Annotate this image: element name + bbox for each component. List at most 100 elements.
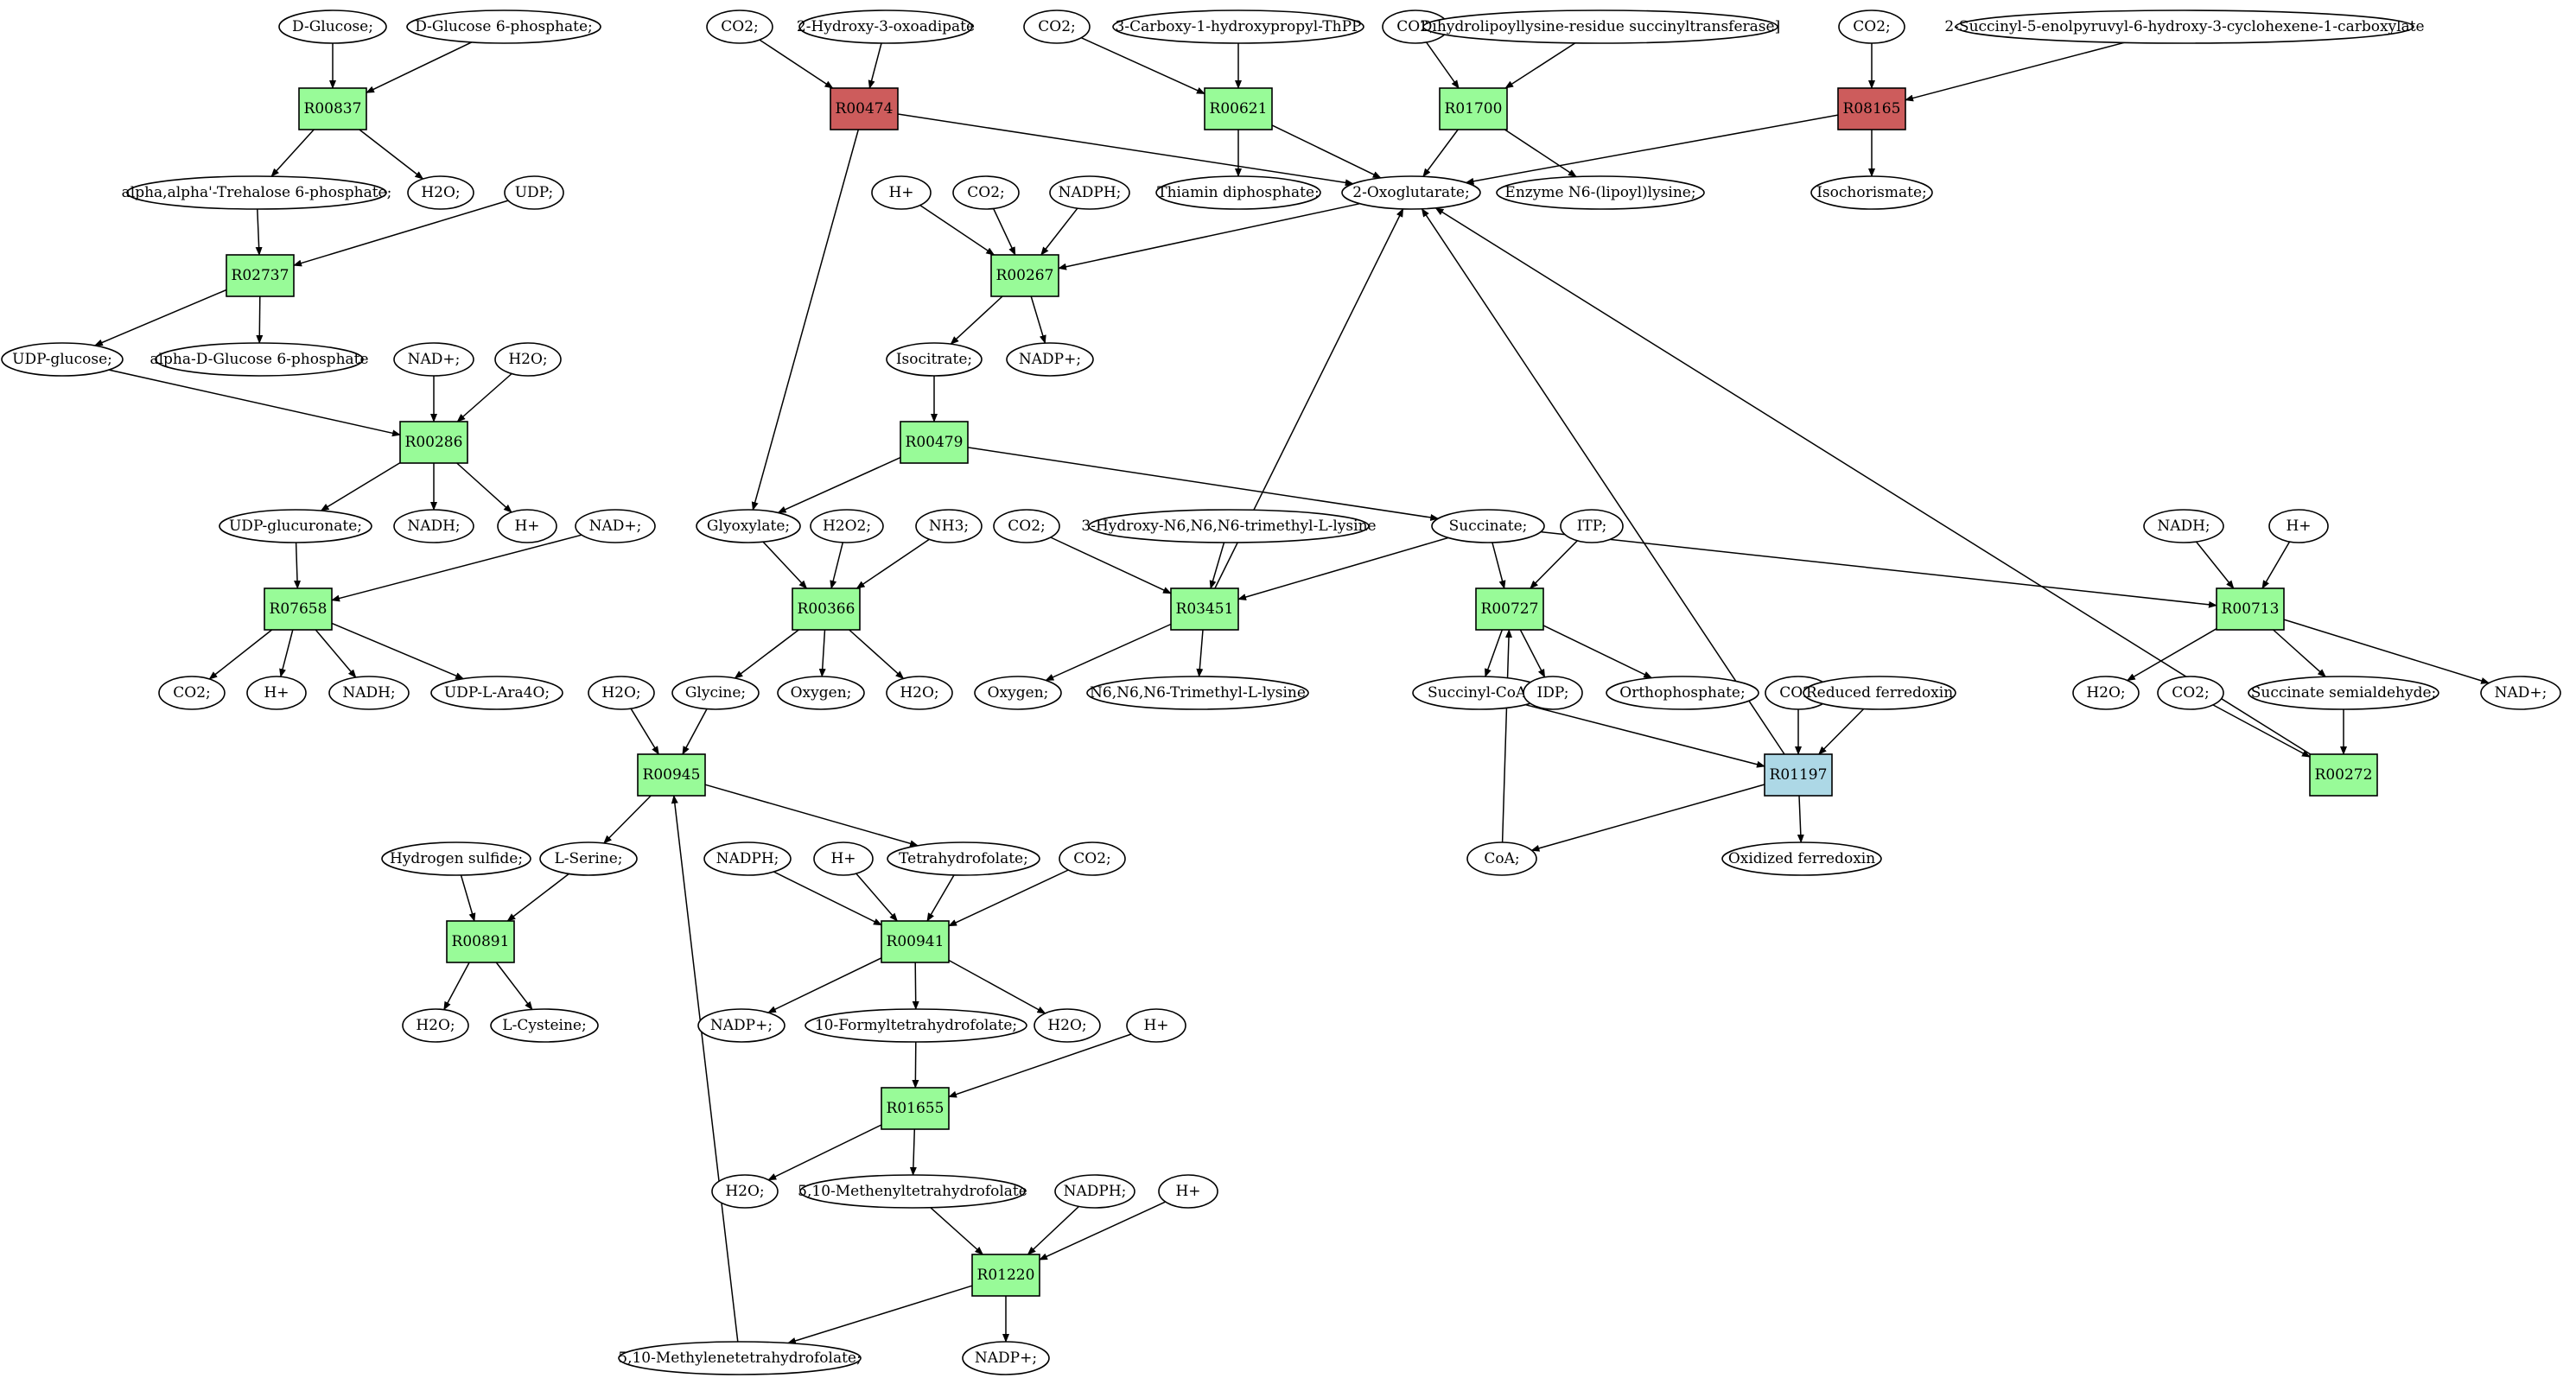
compound-ellipse-c_udpglucose: [1, 342, 124, 377]
reaction-node-r07658: R07658: [264, 587, 333, 631]
edge-c_udpglucuronate-to-r07658: [294, 542, 302, 589]
edge-r00366-to-c_oxygen_1: [818, 629, 826, 677]
edge-r00272-to-c_oxoglutarate: [1434, 207, 2311, 755]
edge-c_co2_2-to-r00474: [759, 39, 834, 89]
compound-ellipse-c_dglucose: [278, 10, 387, 44]
edge-r01700-to-c_lipoyllysine: [1504, 129, 1577, 178]
compound-node-c_formylthf: 10-Formyltetrahydrofolate;: [805, 1008, 1027, 1043]
compound-ellipse-c_dihydrolipoyllysine: [1422, 10, 1778, 44]
edge-r00366-to-c_h2o_4: [849, 629, 905, 680]
compound-label-c_thiamindp: Thiamin diphosphate;: [1157, 184, 1319, 201]
edge-r00267-to-c_nadp_1: [1030, 295, 1046, 345]
compound-ellipse-c_nadp_1: [1006, 342, 1094, 377]
edge-c_hplus_3-to-r00267: [919, 204, 995, 256]
compound-label-c_methenylthf: 5,10-Methenyltetrahydrofolate: [798, 1183, 1027, 1200]
compound-node-c_h2o_4: H2O;: [886, 676, 953, 710]
edge-r00727-to-c_orthophosphate: [1542, 625, 1653, 679]
edge-c_succinylenolpyruvyl-to-r08165: [1905, 41, 2125, 102]
compound-label-c_nad_2: NAD+;: [589, 518, 642, 535]
compound-label-c_nadh_1: NADH;: [407, 518, 460, 535]
compound-label-c_co2_6: CO2;: [967, 184, 1005, 201]
compound-ellipse-c_succinate: [1431, 509, 1545, 543]
compound-node-c_co2_4: CO2;: [1382, 10, 1449, 44]
edge-r00837-to-c_trehalose6p: [270, 129, 315, 177]
edge-c_hplus_4-to-r00713: [2261, 541, 2291, 589]
compound-label-c_isochorismate: Isochorismate;: [1816, 184, 1927, 201]
reaction-node-r00727: R00727: [1475, 587, 1544, 631]
compound-label-c_hplus_1: H+: [514, 518, 539, 535]
compound-node-c_hydroxyoxoadipate: 2-Hydroxy-3-oxoadipate: [797, 10, 975, 44]
edge-r00941-to-c_formylthf: [912, 962, 919, 1010]
compound-node-c_udpara4o: UDP-L-Ara4O;: [430, 676, 563, 710]
compound-label-c_co2_9: CO2;: [2172, 684, 2210, 702]
edge-r01655-to-c_h2o_8: [767, 1124, 882, 1181]
compound-node-c_succinatesemialdehyde: Succinate semialdehyde;: [2248, 676, 2439, 710]
compound-label-c_h2o_4: H2O;: [900, 684, 938, 702]
compound-ellipse-c_nadph_3: [1054, 1174, 1135, 1209]
compound-node-c_succinylcoa: Succinyl-CoA;: [1412, 676, 1547, 710]
compound-node-c_succinate: Succinate;: [1431, 509, 1545, 543]
reaction-box-r01655: [881, 1087, 950, 1130]
compound-node-c_nh3: NH3;: [915, 509, 983, 543]
edge-r01197-to-c_coa: [1530, 784, 1765, 852]
compound-label-c_glyoxylate: Glyoxylate;: [707, 518, 790, 535]
reaction-node-r02737: R02737: [226, 254, 295, 297]
compound-ellipse-c_h2o_4: [886, 676, 953, 710]
reaction-node-r01700: R01700: [1439, 87, 1508, 130]
edge-r07658-to-c_nadh_2: [315, 629, 357, 678]
reaction-label-r00479: R00479: [906, 434, 964, 451]
edge-c_nad_2-to-r07658: [331, 534, 582, 602]
compound-node-c_nadph_2: NADPH;: [703, 841, 792, 876]
compound-label-c_h2o2: H2O2;: [823, 518, 871, 535]
compound-ellipse-c_hplus_4: [2268, 509, 2329, 543]
reaction-node-r03451: R03451: [1170, 587, 1239, 631]
compound-label-c_thf: Tetrahydrofolate;: [899, 850, 1028, 867]
edge-c_methenylthf-to-r01220: [930, 1207, 984, 1255]
compound-ellipse-c_nh3: [915, 509, 983, 543]
edge-c_oxoglutarate-to-r00267: [1058, 202, 1360, 270]
edge-r00286-to-c_udpglucuronate: [320, 461, 401, 511]
compound-node-c_oxygen_1: Oxygen;: [777, 676, 865, 710]
compound-node-c_hydroxytrimethyllysine: 3-Hydroxy-N6,N6,N6-trimethyl-L-lysine: [1081, 509, 1377, 543]
reaction-label-r07658: R07658: [270, 600, 328, 618]
edge-r07658-to-c_co2_1: [208, 629, 273, 680]
edge-c_nadph_1-to-r00267: [1040, 207, 1078, 256]
edge-r07658-to-c_udpara4o: [331, 622, 465, 680]
edge-r00941-to-c_h2o_7: [948, 959, 1046, 1014]
compound-ellipse-c_thiamindp: [1155, 175, 1321, 210]
compound-ellipse-c_redferredoxin: [1803, 676, 1956, 710]
edge-r00837-to-c_h2o_1: [359, 129, 424, 180]
reaction-box-r00474: [830, 87, 899, 130]
edge-c_trehalose6p-to-r02737: [255, 208, 263, 256]
compound-ellipse-c_isocitrate: [886, 342, 983, 377]
compound-ellipse-c_succinatesemialdehyde: [2248, 676, 2439, 710]
compound-label-c_oxferredoxin: Oxidized ferredoxin: [1728, 850, 1875, 867]
compound-node-c_h2o_2: H2O;: [494, 342, 562, 377]
compound-ellipse-c_oxygen_1: [777, 676, 865, 710]
edge-r00727-to-c_idp: [1519, 629, 1546, 678]
reaction-label-r00474: R00474: [836, 100, 894, 117]
compound-ellipse-c_glycine: [671, 676, 760, 710]
edge-c_udpglucose-to-r00286: [108, 369, 401, 437]
compound-label-c_dg6p: D-Glucose 6-phosphate;: [415, 18, 593, 35]
compound-label-c_adg6p: alpha-D-Glucose 6-phosphate: [149, 351, 368, 368]
compound-node-c_redferredoxin: Reduced ferredoxin: [1803, 676, 1956, 710]
compound-ellipse-c_hplus_7: [1158, 1174, 1218, 1209]
compound-ellipse-c_nadh_2: [328, 676, 410, 710]
edge-c_nh3-to-r00366: [855, 538, 930, 589]
compound-ellipse-c_adg6p: [155, 342, 364, 377]
compound-node-c_nad_3: NAD+;: [2480, 676, 2561, 710]
edge-c_co2_9-to-r00272: [2212, 704, 2311, 758]
edge-r02737-to-c_adg6p: [256, 295, 264, 344]
compound-node-c_co2_3: CO2;: [1023, 10, 1091, 44]
compound-ellipse-c_methylenethf: [618, 1341, 862, 1375]
compound-ellipse-c_hydroxyoxoadipate: [798, 10, 973, 44]
compound-node-c_udp: UDP;: [504, 175, 564, 210]
compound-node-c_co2_1: CO2;: [158, 676, 226, 710]
reaction-label-r00941: R00941: [887, 933, 945, 950]
compound-ellipse-c_hplus_5: [813, 841, 874, 876]
reaction-label-r00621: R00621: [1210, 100, 1268, 117]
compound-node-c_hplus_4: H+: [2268, 509, 2329, 543]
reaction-label-r00837: R00837: [304, 100, 362, 117]
